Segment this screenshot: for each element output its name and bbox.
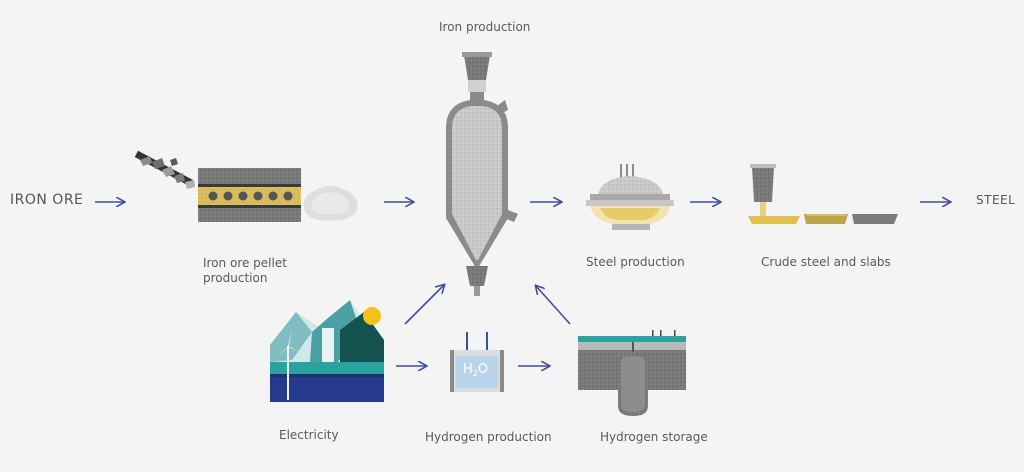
sun-icon — [363, 307, 381, 325]
label-hydrogen-storage: Hydrogen storage — [600, 430, 708, 444]
label-iron-ore: IRON ORE — [10, 192, 84, 208]
label-water-h2o: H2O — [463, 362, 488, 381]
ore-rock-icon — [140, 156, 152, 166]
label-iron-production: Iron production — [439, 20, 531, 34]
label-steel-production: Steel production — [586, 255, 685, 269]
steel-ladle-icon — [586, 164, 674, 230]
label-steel: STEEL — [976, 193, 1016, 207]
label-pellet-production-line2: production — [203, 271, 268, 285]
wind-turbine-icon — [278, 330, 300, 400]
electrolyser-icon — [450, 332, 504, 392]
label-hydrogen-production: Hydrogen production — [425, 430, 552, 444]
shaft-furnace-icon — [446, 52, 518, 296]
label-electricity: Electricity — [279, 428, 339, 442]
pellet-plant-icon — [134, 150, 358, 222]
label-pellet-production-line1: Iron ore pellet — [203, 256, 287, 270]
electricity-landscape-icon — [270, 300, 384, 402]
label-crude-steel: Crude steel and slabs — [761, 255, 891, 269]
arrow-storage-to-iron — [536, 286, 571, 325]
arrow-electricity-to-iron — [404, 285, 444, 325]
slab-casting-icon — [748, 164, 898, 224]
label-water-h: H — [463, 362, 473, 377]
label-water-o: O — [477, 362, 489, 377]
label-water-sub: 2 — [472, 369, 478, 378]
hydrogen-storage-icon — [578, 330, 686, 416]
